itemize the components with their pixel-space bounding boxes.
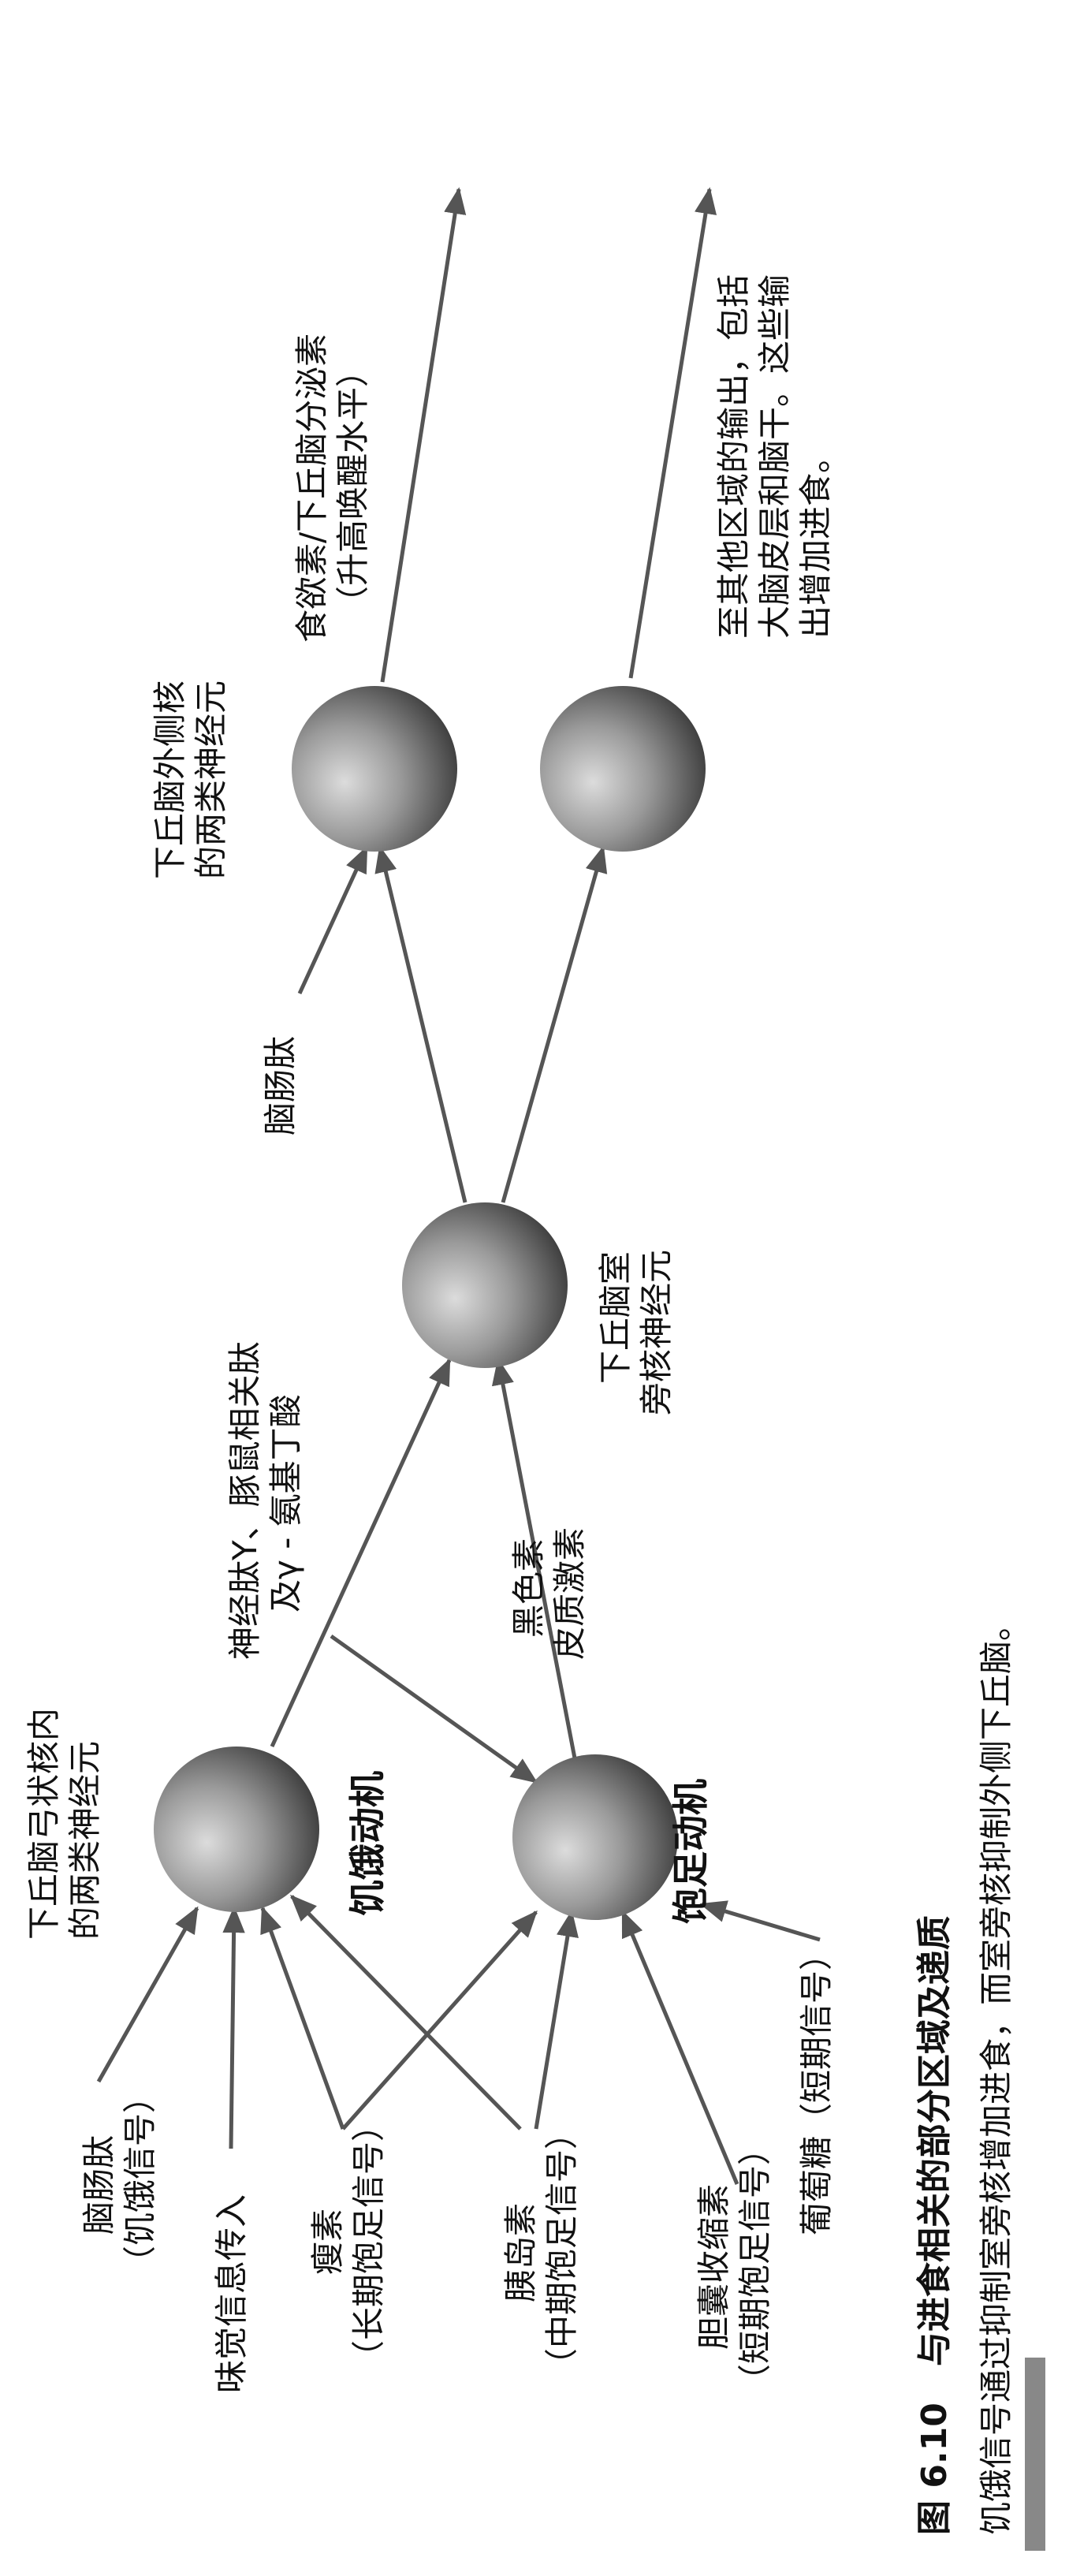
pvn-label-line-1: 下丘脑室 (596, 1251, 635, 1384)
label-paraventricular: 下丘脑室 旁核神经元 (595, 1250, 677, 1415)
arrow-hunger-to-pvn (270, 1358, 452, 1748)
orexin-label-line-1: 食欲素/下丘脑分泌素 (292, 333, 331, 643)
label-other-output: 至其他区域的输出，包括 大脑皮层和脑干。这些输 出增加进食。 (713, 274, 836, 639)
orexin-label-line-2: （升高唤醒水平） (333, 353, 372, 619)
caption-title-line: 图 6.10 与进食相关的部分区域及递质 (914, 1608, 955, 2535)
arrow-pvn-to-lateral-2 (501, 845, 608, 1203)
msh-label-line-1: 黑色素 (509, 1538, 548, 1638)
other-label-line-3: 出增加进食。 (796, 439, 835, 639)
insulin-label-line-1: 胰岛素 (501, 2202, 540, 2302)
label-msh: 黑色素 皮质激素 (508, 1527, 590, 1660)
arrow-ghrelin-to-lateral (297, 845, 369, 995)
msh-label-line-2: 皮质激素 (550, 1527, 589, 1660)
arcuate-label-line-2: 的两类神经元 (65, 1740, 104, 1940)
label-ghrelin-lateral: 脑肠肽 (261, 1035, 300, 1135)
label-glucose-input: 葡萄糖（短期信号） (797, 1937, 836, 2235)
figure-title: 与进食相关的部分区域及递质 (914, 1915, 955, 2367)
label-insulin-input: 胰岛素 （中期饱足信号） (501, 2116, 583, 2381)
label-cck-input: 胆囊收缩素 （短期饱足信号） (694, 2132, 776, 2397)
arrow-leptin-to-hunger (260, 1906, 345, 2130)
label-satiety-motive: 饱足动机 (669, 1779, 712, 1924)
label-hunger-motive: 饥饿动机 (346, 1771, 389, 1916)
arrow-satiety-to-pvn (491, 1358, 578, 1763)
arrow-leptin-to-satiety (341, 1910, 538, 2131)
figure-body: 饥饿信号通过抑制室旁核增加进食，而室旁核抑制外侧下丘脑。 (977, 1607, 1015, 2535)
label-taste-input: 味觉信息传入 (212, 2194, 251, 2393)
paraventricular-neuron (402, 1202, 568, 1368)
lateral-neuron-other (540, 686, 706, 852)
lateral-label-line-2: 的两类神经元 (192, 680, 230, 879)
lateral-neuron-orexin (292, 686, 457, 852)
figure-number: 图 6.10 (914, 2403, 955, 2535)
npy-label-line-1: 神经肽Y、豚鼠相关肽 (225, 1341, 264, 1660)
insulin-label-line-2: （中期饱足信号） (542, 2116, 581, 2381)
label-lateral-neurons: 下丘脑外侧核 的两类神经元 (150, 680, 232, 879)
arrow-pvn-to-lateral-1 (374, 845, 467, 1203)
lateral-label-line-1: 下丘脑外侧核 (151, 680, 189, 879)
arcuate-label-line-1: 下丘脑弓状核内 (24, 1707, 63, 1940)
arrow-ghrelin-to-hunger (96, 1906, 199, 2083)
leptin-label-line-2: （长期饱足信号） (349, 2108, 388, 2373)
other-label-line-2: 大脑皮层和脑干。这些输 (755, 274, 794, 639)
satiety-neuron (512, 1754, 678, 1920)
label-npy-agrp-gaba: 神经肽Y、豚鼠相关肽 及γ - 氨基丁酸 (225, 1341, 307, 1660)
npy-label-line-2: 及γ - 氨基丁酸 (266, 1394, 305, 1612)
hunger-neuron (154, 1747, 319, 1912)
cck-label-line-2: （短期饱足信号） (736, 2131, 774, 2397)
ghrelin-label-line-1: 脑肠肽 (80, 2134, 118, 2235)
pvn-label-line-2: 旁核神经元 (637, 1249, 676, 1415)
ghrelin-label-line-2: （饥饿信号） (121, 2079, 159, 2279)
arrow-orexin-output (380, 187, 467, 683)
label-arcuate-neurons: 下丘脑弓状核内 的两类神经元 (24, 1708, 106, 1940)
figure-caption: 图 6.10 与进食相关的部分区域及递质 饥饿信号通过抑制室旁核增加进食，而室旁… (914, 1608, 1017, 2535)
arrow-hunger-branch-to-satiety (330, 1634, 538, 1784)
label-orexin-output: 食欲素/下丘脑分泌素 （升高唤醒水平） (292, 334, 374, 643)
arrow-insulin-to-satiety (534, 1910, 579, 2130)
arrow-glucose-to-satiety (699, 1900, 821, 1942)
arrow-other-output (628, 187, 717, 679)
arrow-taste-to-hunger (222, 1906, 245, 2149)
caption-bar (1025, 2358, 1045, 2551)
arrow-cck-to-satiety (620, 1910, 739, 2185)
label-leptin-input: 瘦素 （长期饱足信号） (307, 2108, 389, 2373)
label-ghrelin-input: 脑肠肽 （饥饿信号） (79, 2080, 161, 2279)
other-label-line-1: 至其他区域的输出，包括 (714, 274, 753, 639)
leptin-label-line-1: 瘦素 (308, 2208, 347, 2275)
cck-label-line-1: 胆囊收缩素 (695, 2183, 733, 2350)
arrow-insulin-to-hunger (290, 1894, 522, 2131)
